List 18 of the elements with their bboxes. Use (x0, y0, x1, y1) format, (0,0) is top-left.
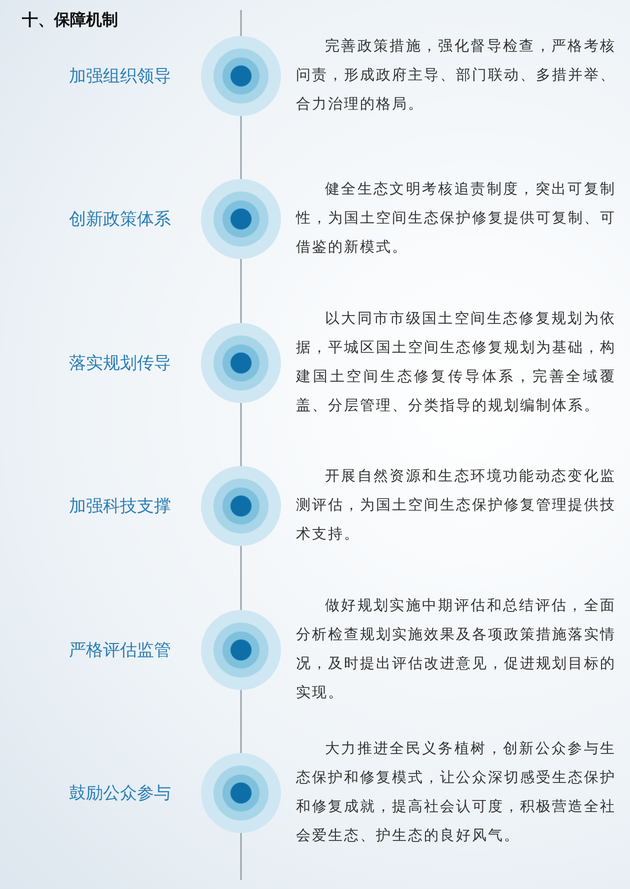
timeline-line (240, 546, 242, 610)
timeline-line (240, 690, 242, 753)
item-heading: 鼓励公众参与 (68, 782, 172, 804)
description-paragraph: 大力推进全民义务植树，创新公众参与生态保护和修复模式，让公众深切感受生态保护和修复成就，提高社会认可度，积极营造全社会爱生态、护生态的良好风气。 (296, 740, 616, 846)
description-paragraph: 开展自然资源和生态环境功能动态变化监测评估，为国土空间生态保护修复管理提供技术支持。 (296, 467, 616, 544)
item-heading: 创新政策体系 (68, 208, 172, 230)
description-paragraph: 完善政策措施，强化督导检查，严格考核问责，形成政府主导、部门联动、多措并举、合力治理的格局。 (296, 37, 616, 114)
description-paragraph: 健全生态文明考核追责制度，突出可复制性，为国土空间生态保护修复提供可复制、可借鉴的新模式。 (296, 180, 616, 258)
timeline-line (240, 116, 242, 179)
item-heading: 落实规划传导 (68, 352, 172, 374)
item-heading: 严格评估监管 (68, 640, 172, 662)
description-paragraph: 以大同市市级国土空间生态修复规划为依据，平城区国土空间生态修复规划为基础，构建国土空间生态修复传导体系，完善全域覆盖、分层管理、分类指导的规划编制体系。 (296, 310, 616, 416)
section-title: 十、保障机制 (22, 10, 118, 31)
item-heading: 加强科技支撑 (68, 496, 172, 518)
timeline-line (240, 403, 242, 466)
description-paragraph: 做好规划实施中期评估和总结评估，全面分析检查规划实施效果及各项政策措施落实情况，及时提出评估改进意见，促进规划目标的实现。 (296, 596, 616, 703)
timeline-line (240, 259, 242, 323)
item-heading: 加强组织领导 (68, 66, 172, 88)
